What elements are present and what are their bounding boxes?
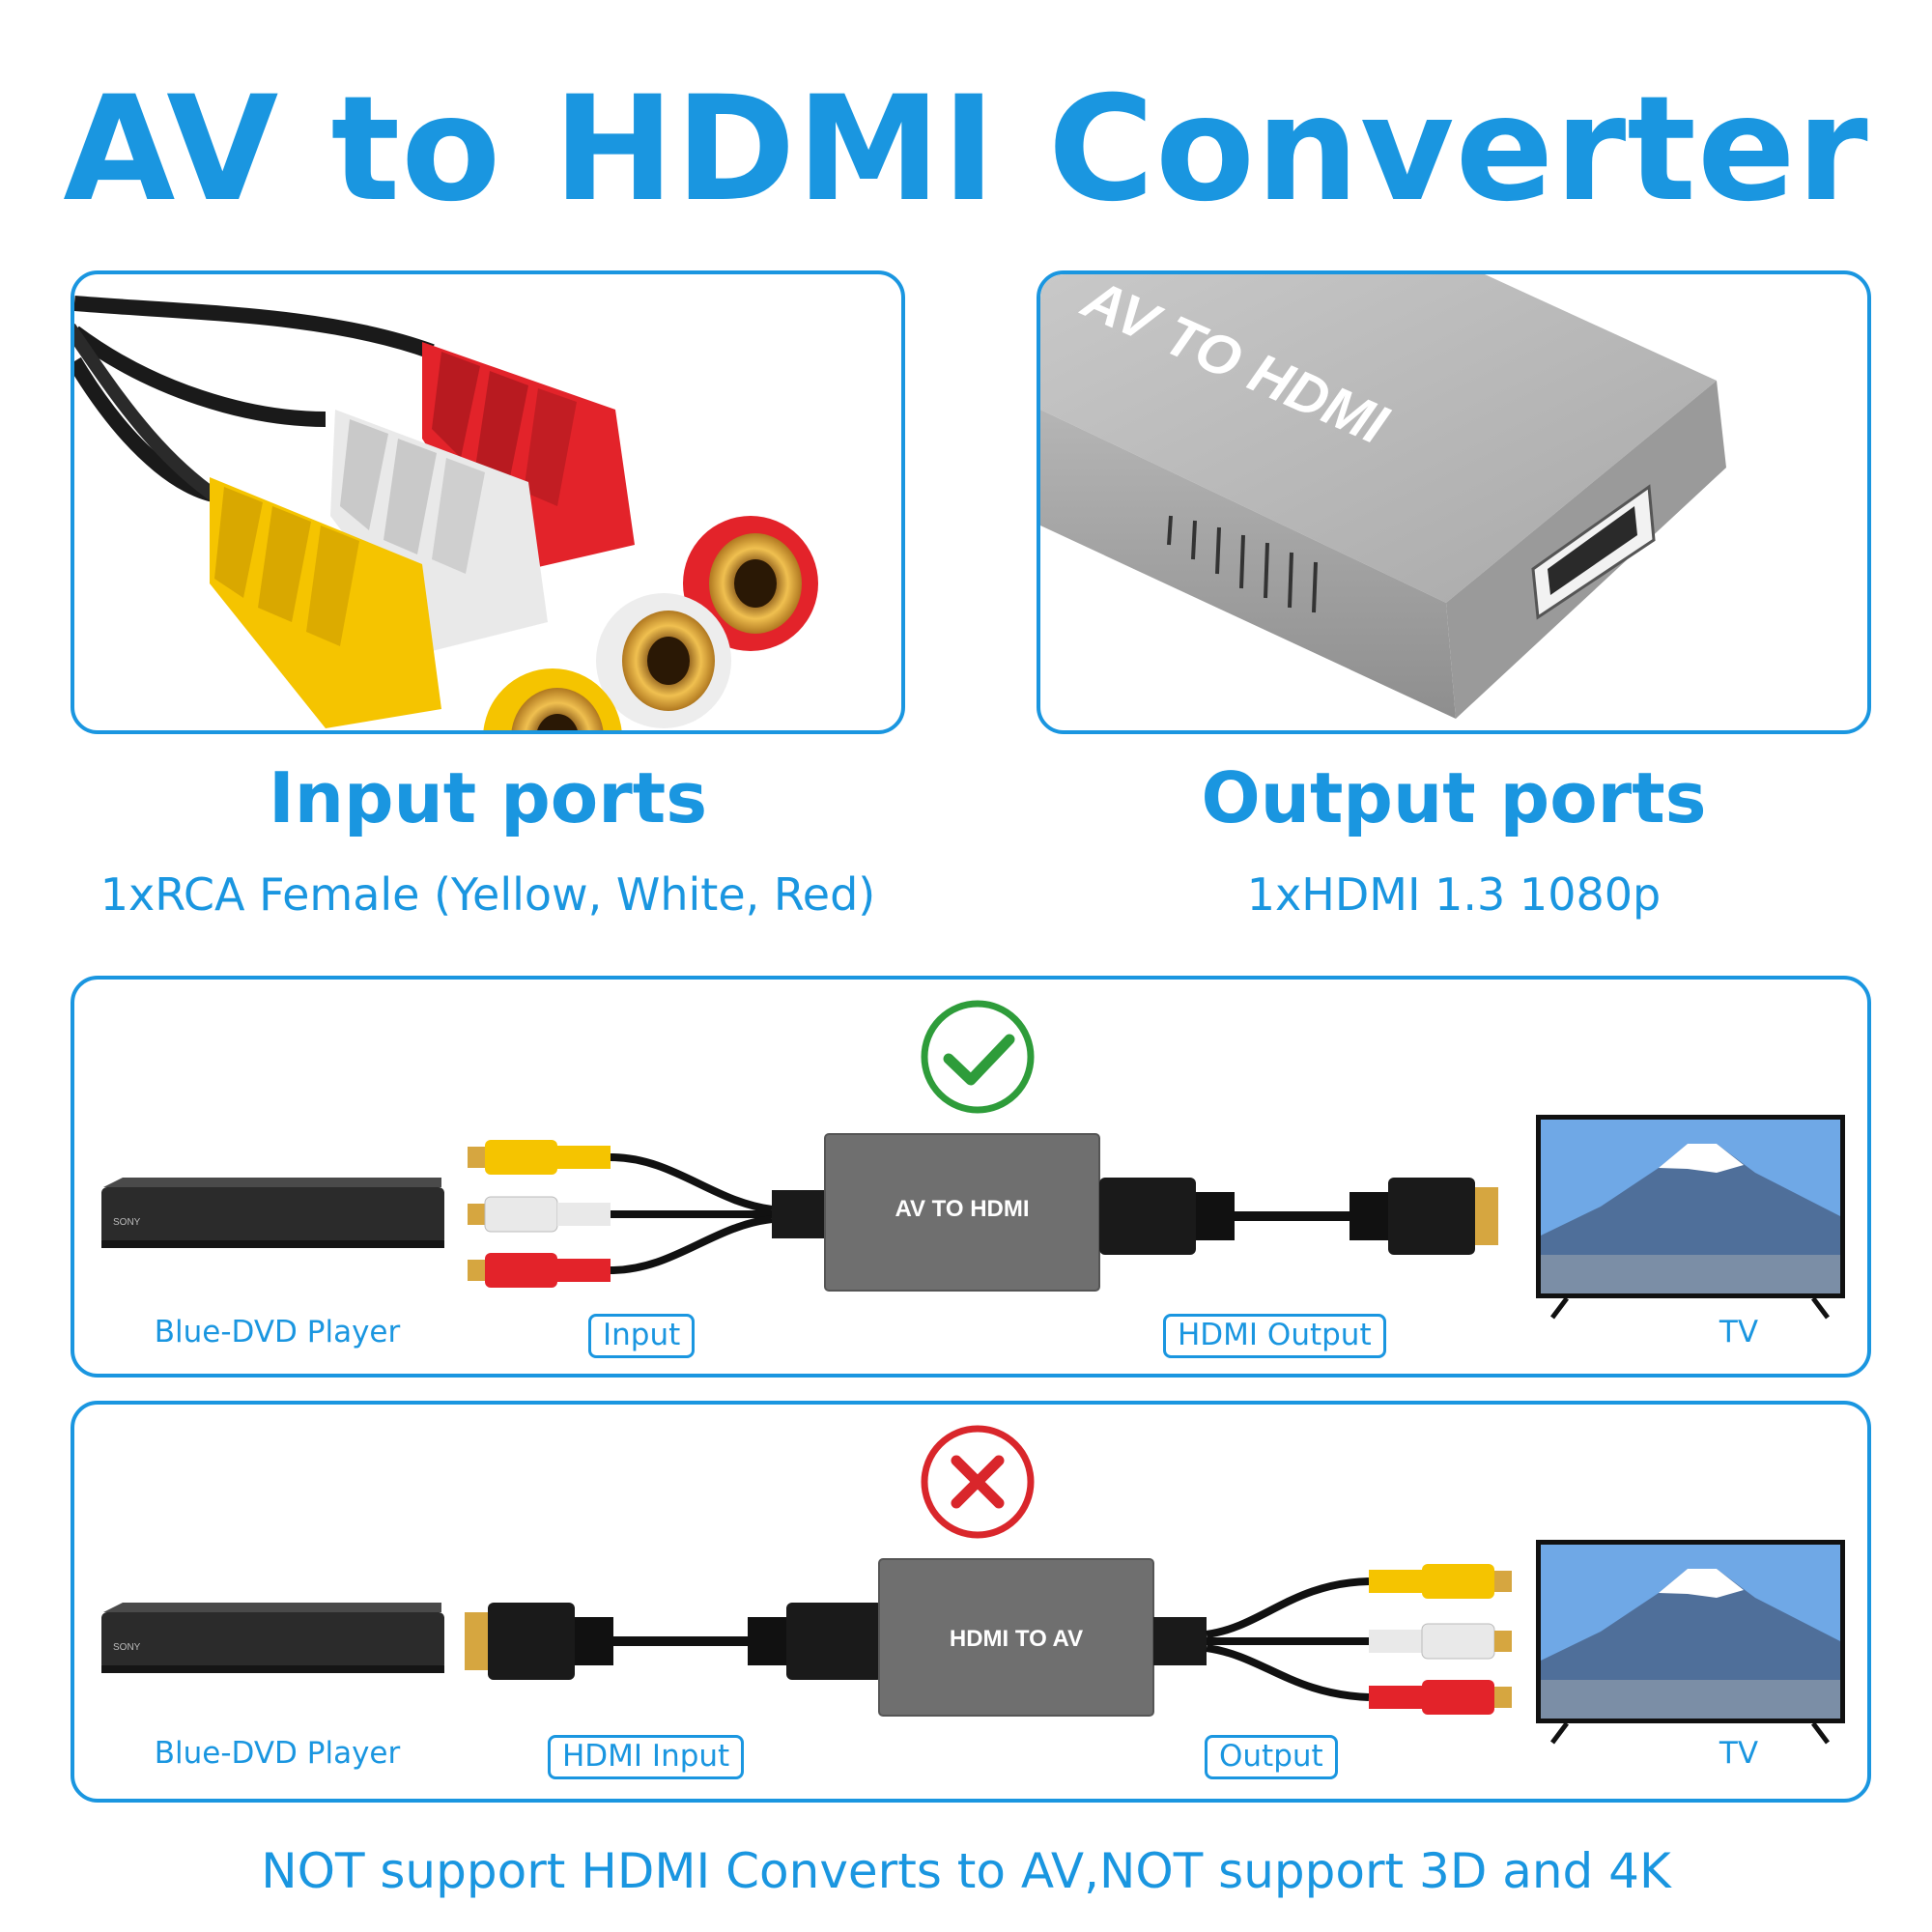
hdmi-cable: [465, 1603, 883, 1680]
input-ports-description: 1xRCA Female (Yellow, White, Red): [99, 868, 876, 921]
source-device-label: Blue-DVD Player: [154, 1736, 401, 1771]
dvd-player-image: SONY: [101, 1178, 444, 1248]
output-ports-description: 1xHDMI 1.3 1080p: [1246, 868, 1662, 921]
converter-label: HDMI TO AV: [950, 1626, 1083, 1652]
tv-image: [1536, 1540, 1845, 1745]
tv-label: TV: [1719, 1736, 1759, 1771]
input-ports-heading: Input ports: [268, 757, 708, 838]
converter-label: AV TO HDMI: [895, 1196, 1029, 1222]
input-ports-image-panel: [71, 270, 905, 734]
input-tag: Input: [588, 1314, 696, 1358]
tv-image: [1536, 1115, 1845, 1320]
converter-box-illustration: AV TO HDMI: [1040, 274, 1726, 719]
compatibility-note: NOT support HDMI Converts to AV,NOT supp…: [261, 1843, 1671, 1899]
svg-text:SONY: SONY: [113, 1642, 141, 1653]
hdmi-to-av-converter: HDMI TO AV: [878, 1558, 1154, 1717]
rca-input-plugs: [468, 1140, 830, 1288]
output-ports-heading: Output ports: [1201, 757, 1707, 838]
dvd-player-image: SONY: [101, 1603, 444, 1673]
white-rca-connector: [330, 410, 731, 728]
unsupported-connection-diagram: SONY HDMI TO AV: [101, 1425, 1845, 1745]
av-to-hdmi-converter: AV TO HDMI: [824, 1133, 1100, 1292]
vent-slits: [1167, 515, 1318, 613]
rca-output-plugs: [1153, 1564, 1512, 1715]
check-icon: [921, 1000, 1035, 1114]
rca-cables-illustration: [74, 296, 818, 730]
svg-text:SONY: SONY: [113, 1217, 141, 1228]
hdmi-input-tag: HDMI Input: [548, 1735, 745, 1779]
unsupported-connection-panel: SONY HDMI TO AV: [71, 1401, 1871, 1803]
hdmi-output-tag: HDMI Output: [1163, 1314, 1386, 1358]
output-tag: Output: [1205, 1735, 1338, 1779]
hdmi-cable: [1099, 1178, 1498, 1255]
page-title: AV to HDMI Converter: [63, 66, 1869, 234]
supported-connection-panel: SONY AV TO HDMI: [71, 976, 1871, 1378]
tv-label: TV: [1719, 1315, 1759, 1350]
yellow-rca-connector: [210, 477, 622, 730]
supported-connection-diagram: SONY AV TO HDMI: [101, 1000, 1845, 1320]
output-ports-image-panel: AV TO HDMI: [1037, 270, 1871, 734]
cross-icon: [921, 1425, 1035, 1539]
hdmi-port-icon: [1531, 484, 1656, 620]
source-device-label: Blue-DVD Player: [154, 1315, 401, 1350]
